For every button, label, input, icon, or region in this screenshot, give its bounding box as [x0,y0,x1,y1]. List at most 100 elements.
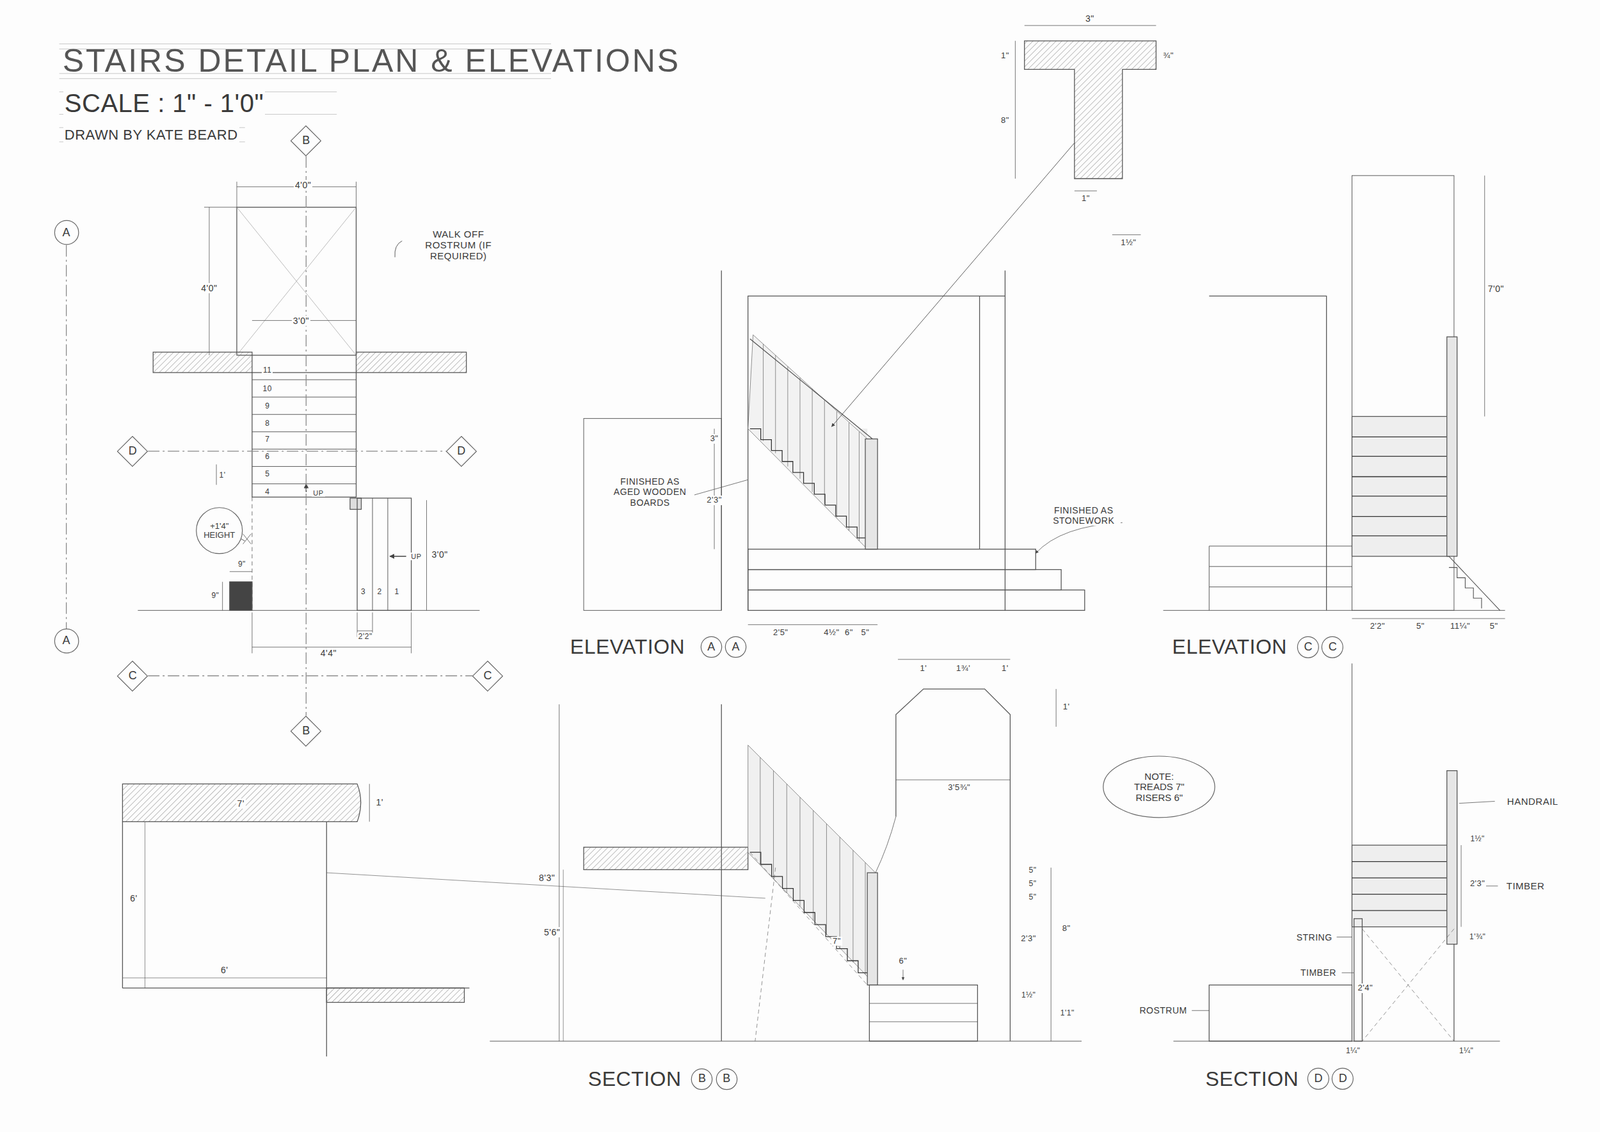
section-marker-circle: D [1307,1067,1330,1090]
node-text: C [1321,636,1344,658]
dimension: 2'3" [1468,878,1487,889]
dimension: 6' [219,964,230,975]
node-label: A [62,226,71,240]
step-number: 9 [263,401,271,411]
section-d [1173,663,1500,1041]
dimension: 1' [1061,702,1072,712]
node-text-block: C [483,669,493,683]
section-marker-circle: A [725,636,747,658]
section-marker-diamond: C [472,660,504,692]
dimension: 1' [919,663,929,674]
dimension: 4'0" [293,179,313,191]
section-line [147,675,473,676]
node-text: C [117,660,148,692]
node-text: C [1297,636,1320,658]
section-marker-circle: C [1297,636,1320,658]
section-marker-diamond: D [117,435,148,467]
dimension: 7'0" [1486,283,1506,294]
dimension: 3'0" [430,549,450,560]
part-label: STRING [1295,931,1334,943]
node-label: +1'4" HEIGHT [201,521,238,541]
dimension: 5" [1027,865,1039,875]
section-marker-circle: A [700,636,722,658]
node-label: B [722,1072,731,1085]
direction-label: UP [311,488,325,498]
step-number: 2 [376,587,384,597]
view-title: SECTION [586,1066,683,1091]
dimension: 1' [374,796,384,808]
view-title: SECTION [1203,1066,1300,1091]
node-text: B [691,1068,713,1090]
detail-plank [122,783,765,1056]
node-text: A [725,636,747,658]
node-text-block: +1'4" HEIGHT [201,521,238,541]
node-text-block: D [1338,1072,1348,1085]
node-label: TREADS 7" RISERS 6" [1122,781,1197,803]
section-marker-diamond: B [290,715,322,747]
note-ellipse: NOTE:TREADS 7" RISERS 6" [1102,755,1216,818]
dimension: 3" [709,433,720,444]
dimension: 5'6" [542,926,562,937]
dimension: 1¼" [1344,1046,1362,1056]
section-line [305,156,307,716]
dimension: 5" [1415,621,1426,632]
step-number: 6 [263,452,271,462]
dimension: 1" [999,51,1011,61]
node-text: D [117,435,148,467]
section-marker-circle: +1'4" HEIGHT [195,506,243,554]
step-number: 5 [263,469,271,479]
node-text: C [472,660,504,692]
dimension: 1½" [1020,990,1037,1000]
section-marker-circle: A [54,220,79,245]
dimension: 1'1" [1059,1008,1076,1018]
dimension: 1'¾" [1468,932,1487,942]
section-marker-diamond: D [446,435,477,467]
dimension: 2'5" [771,627,790,638]
section-line [147,450,447,452]
dimension: 1" [1080,193,1092,204]
section-marker-circle: A [54,628,79,653]
node-text-block: C [128,669,137,683]
direction-label: UP [409,552,423,561]
node-label: A [707,640,715,654]
node-text-block: A [62,226,71,240]
node-text: A [54,220,79,245]
view-title: ELEVATION [568,634,687,659]
node-text-block: A [62,634,71,648]
dimension: 8'3" [537,872,557,883]
section-marker-diamond: B [290,125,322,157]
node-label: C [1303,640,1312,654]
step-number: 7 [263,435,271,445]
dimension: 6" [897,956,909,966]
dimension: ¾" [1161,51,1175,61]
section-marker-diamond: C [117,660,148,692]
dimension: 3'5¾" [946,782,972,793]
section-marker-circle: B [691,1068,713,1090]
node-label: B [698,1072,706,1085]
node-text: NOTE:TREADS 7" RISERS 6" [1102,755,1216,818]
part-label: HANDRAIL [1505,795,1560,807]
step-number: 8 [263,419,271,429]
view-title: ELEVATION [1171,634,1289,659]
node-label: D [1338,1072,1348,1085]
node-label: C [483,669,493,683]
dimension: 3" [1084,13,1096,24]
dimension: 5" [860,627,872,638]
dimension: 5" [1488,621,1500,632]
node-label: D [456,444,466,458]
drawing-title: STAIRS DETAIL PLAN & ELEVATIONS [61,42,682,80]
node-text: B [716,1068,738,1090]
node-label: NOTE: [1122,771,1197,783]
dimension: 7" [831,936,843,946]
step-number: 3 [359,587,367,597]
finish-note: FINISHED AS STONEWORK [1046,504,1121,526]
node-text: D [1331,1067,1354,1090]
node-label: D [128,444,137,458]
node-label: A [62,634,71,648]
section-marker-circle: B [716,1068,738,1090]
dimension: 9" [236,560,248,569]
step-number: 11 [261,366,273,376]
section-marker-circle: C [1321,636,1344,658]
node-text-block: A [732,640,740,654]
